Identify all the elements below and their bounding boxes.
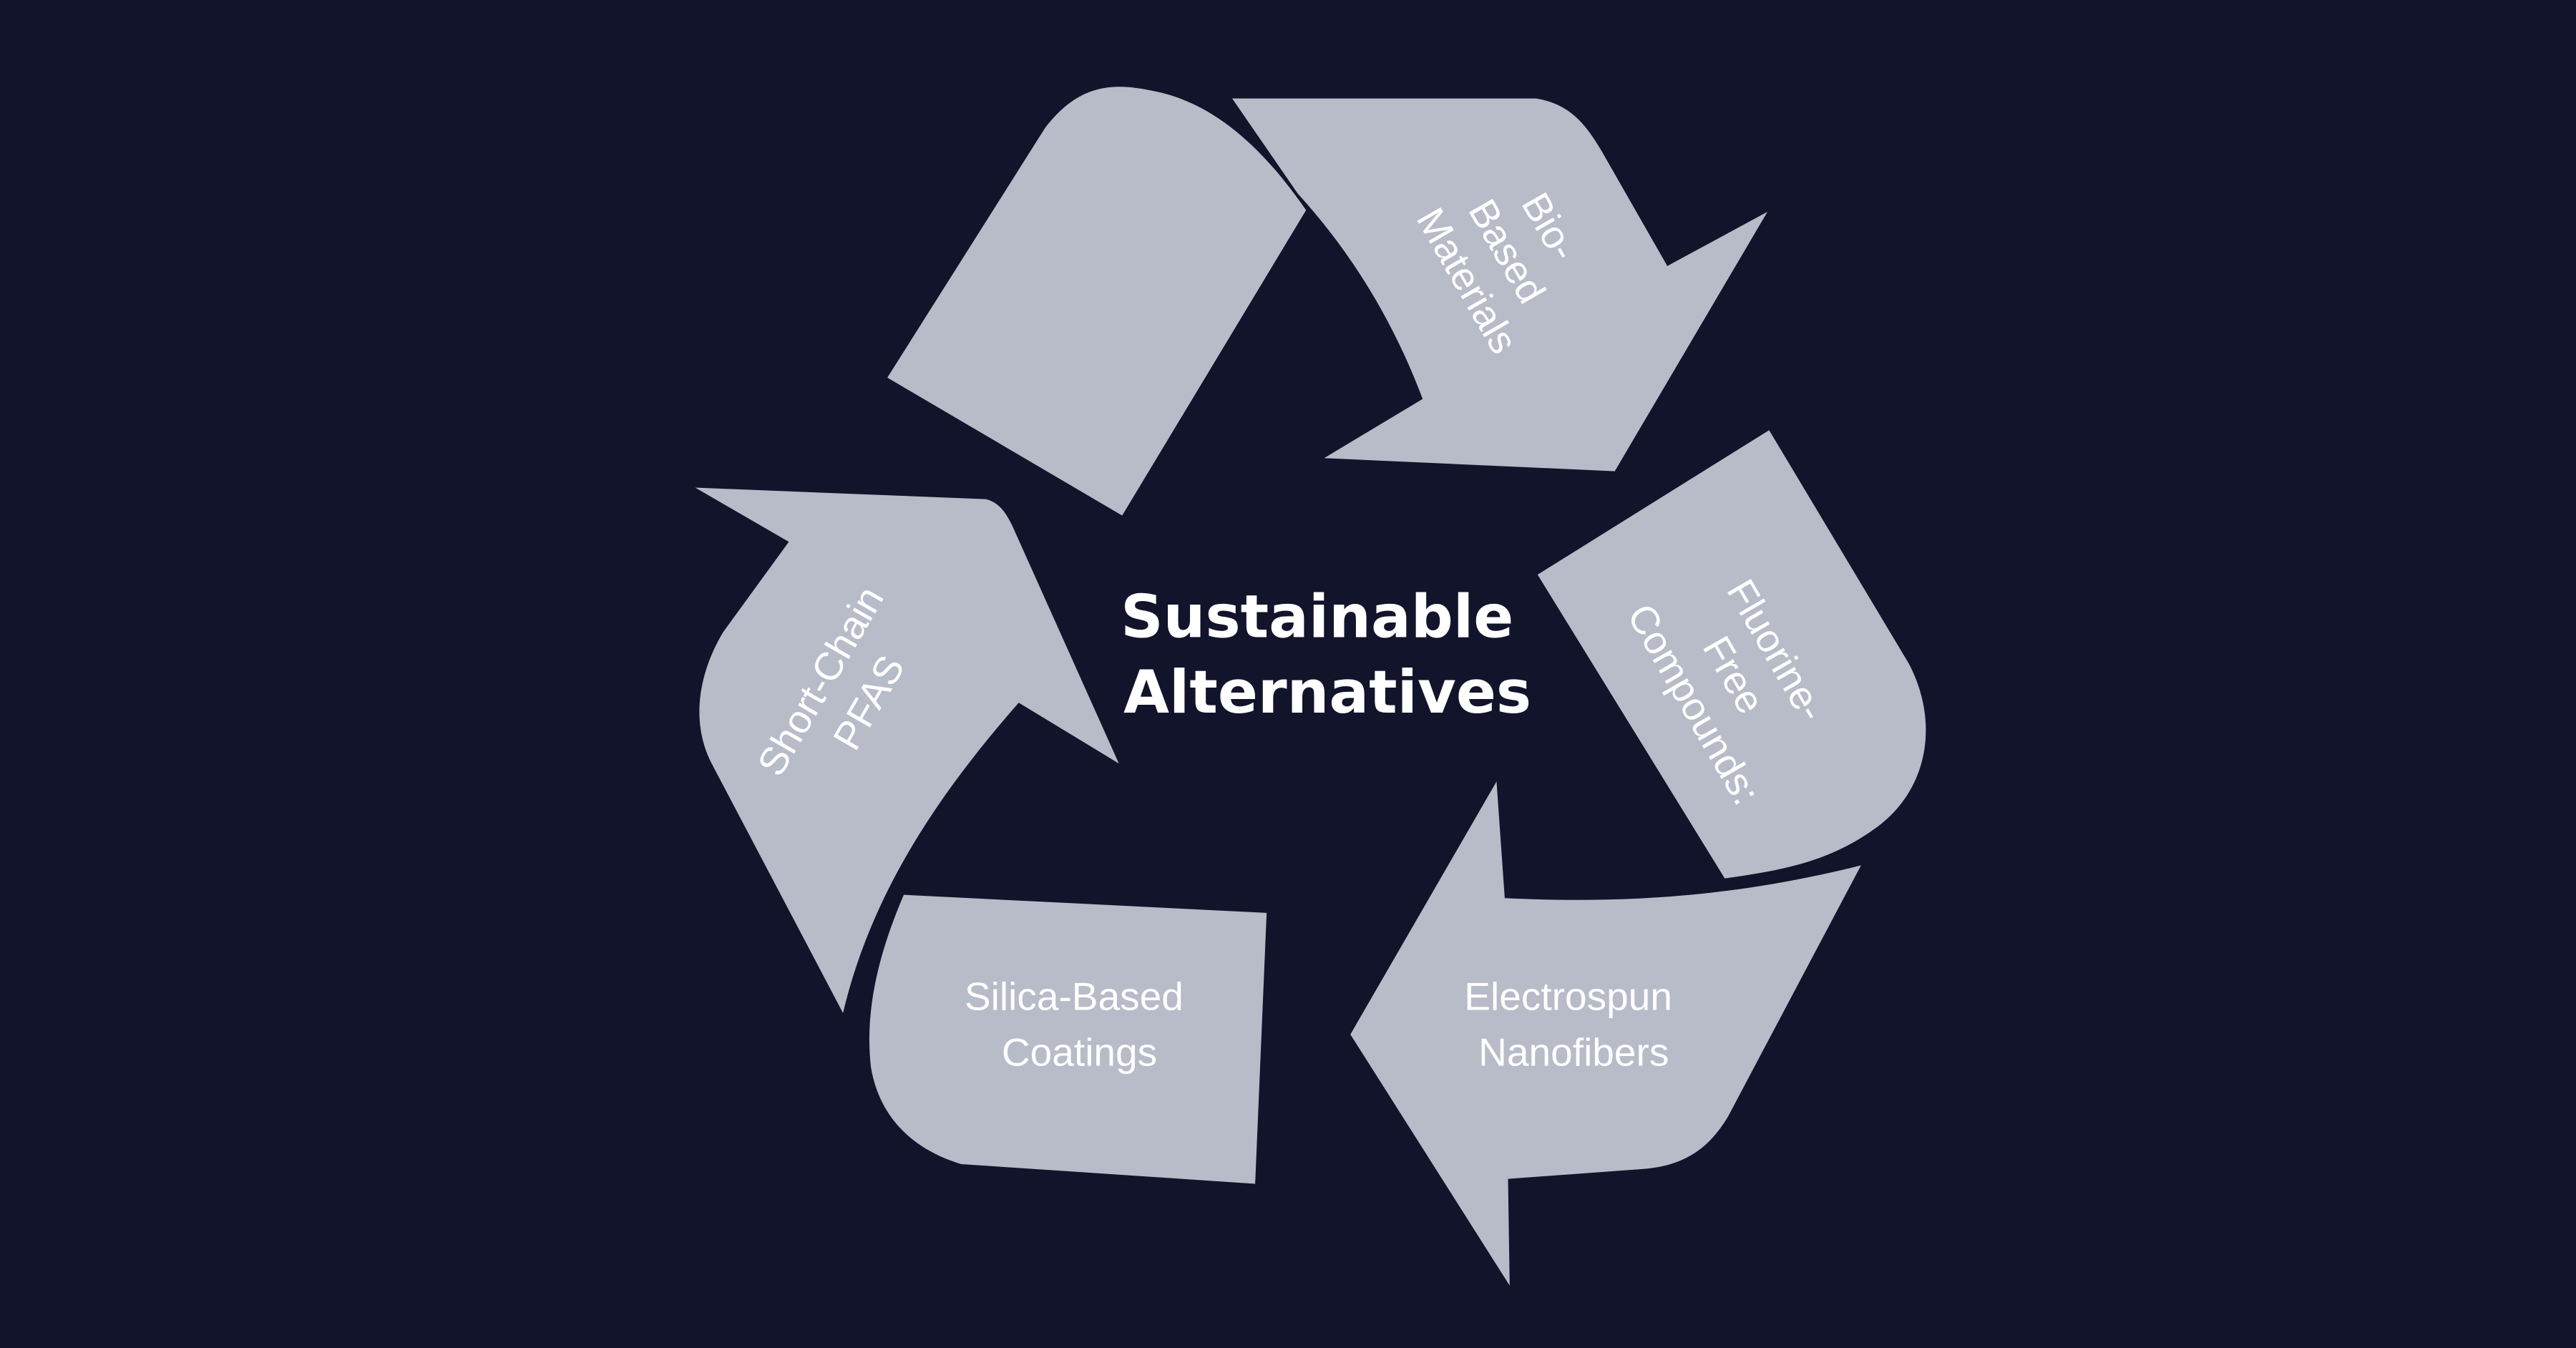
silica-based-label: Silica-Based Coatings [965,974,1194,1074]
silica-based-tab-shape [869,894,1267,1184]
electrospun-arrow-shape [1350,781,1861,1286]
bio-based-arrow-shape [1231,98,1768,472]
center-title-line2: Alternatives [1123,658,1531,727]
center-title: Sustainable Alternatives [1121,582,1534,727]
center-title-line1: Sustainable [1121,582,1513,651]
short-chain-arrow-shape [695,487,1119,1013]
electrospun-label: Electrospun Nanofibers [1464,974,1683,1074]
top-left-blank-tab-shape [887,87,1307,516]
fluorine-free-tab-shape [1537,430,1926,879]
